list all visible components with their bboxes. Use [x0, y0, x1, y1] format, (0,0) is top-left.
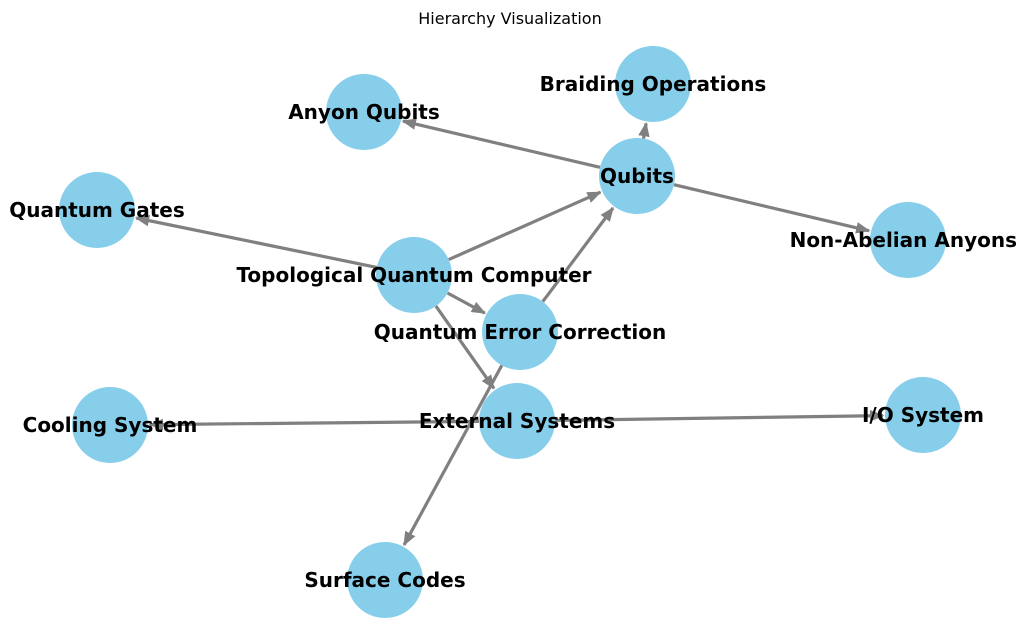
edge-quantum-error-correction-to-surface-codes	[402, 364, 504, 547]
node-io-system	[885, 377, 961, 453]
edge-quantum-error-correction-to-qubits	[541, 206, 615, 303]
node-label-cooling-system: Cooling System	[23, 413, 198, 437]
node-non-abelian-anyons	[870, 202, 946, 278]
node-anyon-qubits	[326, 74, 402, 150]
labels-layer: Topological Quantum Computer Qubits Anyon …	[9, 72, 1017, 592]
edge-topological-quantum-computer-to-quantum-error-correction	[446, 291, 487, 315]
node-label-surface-codes: Surface Codes	[304, 568, 465, 592]
node-braiding-operations	[615, 46, 691, 122]
node-label-braiding-operations: Braiding Operations	[540, 72, 767, 96]
node-quantum-error-correction	[482, 294, 558, 370]
node-label-non-abelian-anyons: Non-Abelian Anyons	[790, 228, 1017, 252]
node-label-quantum-gates: Quantum Gates	[9, 198, 185, 222]
node-external-systems	[479, 383, 555, 459]
edge-external-systems-to-io-system	[554, 410, 885, 422]
node-label-qubits: Qubits	[600, 164, 674, 188]
edge-topological-quantum-computer-to-qubits	[448, 190, 602, 262]
node-topological-quantum-computer	[376, 237, 452, 313]
edge-external-systems-to-cooling-system	[148, 418, 480, 431]
node-label-anyon-qubits: Anyon Qubits	[288, 100, 440, 124]
edges-layer	[134, 118, 885, 547]
node-cooling-system	[72, 387, 148, 463]
edge-qubits-to-braiding-operations	[638, 121, 650, 139]
node-label-quantum-error-correction: Quantum Error Correction	[374, 320, 667, 344]
node-quantum-gates	[59, 172, 135, 248]
diagram-title: Hierarchy Visualization	[418, 9, 601, 28]
edge-qubits-to-anyon-qubits	[401, 118, 601, 169]
nodes-layer	[59, 46, 961, 618]
node-label-topological-quantum-computer: Topological Quantum Computer	[236, 263, 591, 287]
node-label-io-system: I/O System	[862, 403, 984, 427]
node-surface-codes	[347, 542, 423, 618]
node-qubits	[599, 138, 675, 214]
edge-topological-quantum-computer-to-external-systems	[434, 305, 496, 390]
edge-topological-quantum-computer-to-quantum-gates	[134, 214, 378, 269]
edge-qubits-to-non-abelian-anyons	[673, 183, 871, 234]
node-label-external-systems: External Systems	[419, 409, 615, 433]
